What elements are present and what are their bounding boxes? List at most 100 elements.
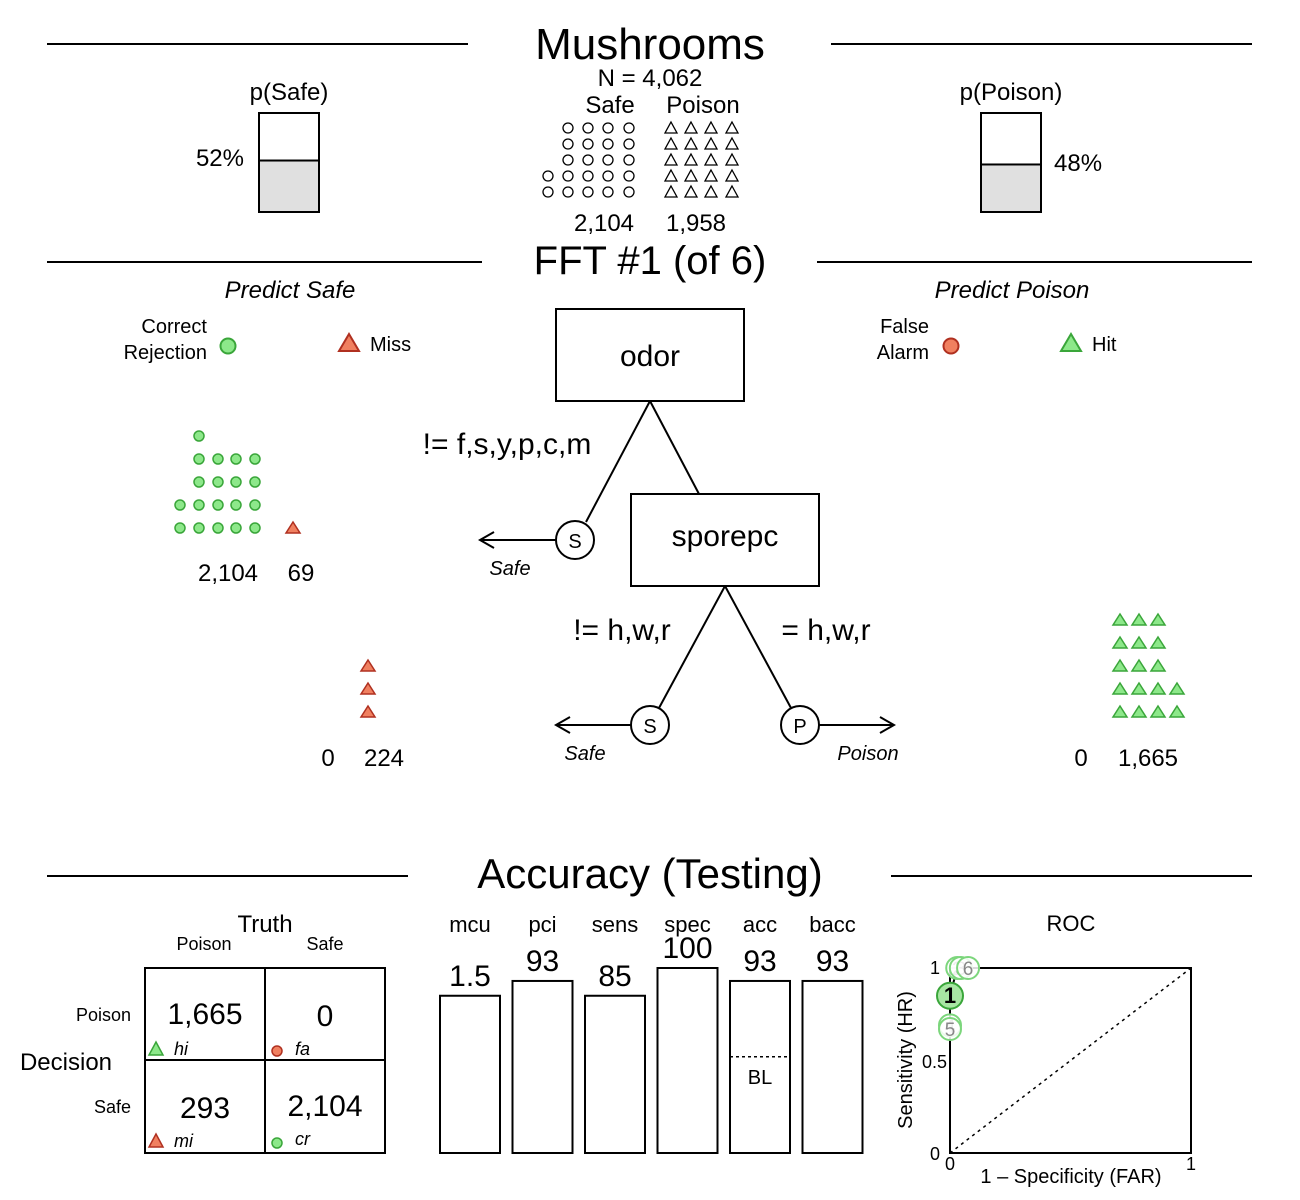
safe-case-icon xyxy=(602,138,614,150)
cell-cr-label: cr xyxy=(295,1129,311,1149)
roc-points: 236451 xyxy=(936,956,1191,1042)
hit-icon xyxy=(1168,681,1186,695)
hit-icon xyxy=(1111,612,1129,626)
accuracy-title: Accuracy (Testing) xyxy=(477,850,822,897)
predict-safe-heading: Predict Safe xyxy=(225,277,356,304)
miss-icon xyxy=(337,332,361,352)
class-poison-label: Poison xyxy=(666,92,739,119)
poison-case-icon xyxy=(703,184,719,198)
legend-correct-rejection-line1: Correct xyxy=(141,316,207,338)
hit-icon xyxy=(1130,635,1148,649)
legend-false-alarm-line2: Alarm xyxy=(877,342,929,364)
level1-mi-count: 69 xyxy=(288,560,315,587)
correct-rejection-icon xyxy=(212,453,224,465)
decision-label: Decision xyxy=(20,1049,112,1076)
node-odor-label: odor xyxy=(620,340,680,373)
sporepc-left-branch xyxy=(658,585,726,709)
odor-right-branch xyxy=(649,400,700,495)
bar-label-acc: acc xyxy=(743,912,777,937)
truth-col-safe: Safe xyxy=(306,934,343,954)
correct-rejection-icon xyxy=(230,453,242,465)
hit-icon xyxy=(1130,658,1148,672)
safe-case-icon xyxy=(623,186,635,198)
poison-case-icon xyxy=(663,136,679,150)
correct-rejection-icon xyxy=(230,522,242,534)
hit-icon xyxy=(1149,635,1167,649)
correct-rejection-icon xyxy=(249,453,261,465)
exit-poison-symbol-2: P xyxy=(793,716,806,738)
p-safe-bar-fill xyxy=(258,159,320,214)
bar-pci xyxy=(511,979,574,1155)
safe-count: 2,104 xyxy=(574,210,634,237)
truth-col-poison: Poison xyxy=(176,934,231,954)
poison-case-icon xyxy=(724,136,740,150)
bar-mcu xyxy=(439,994,501,1154)
bar-value-sens: 85 xyxy=(598,960,631,993)
safe-case-icon xyxy=(582,154,594,166)
roc-chance-line xyxy=(949,967,1192,1154)
safe-case-icon xyxy=(623,138,635,150)
odor-left-branch xyxy=(585,400,651,523)
roc-y-tick-0: 0 xyxy=(930,1144,940,1164)
hit-icon xyxy=(1130,612,1148,626)
bar-value-mcu: 1.5 xyxy=(449,960,491,993)
poison-case-icon xyxy=(663,152,679,166)
poison-count: 1,958 xyxy=(666,210,726,237)
miss-icon xyxy=(359,704,377,718)
poison-case-icon xyxy=(683,168,699,182)
miss-icon xyxy=(147,1132,165,1148)
correct-rejection-icon xyxy=(249,476,261,488)
cell-hi-label: hi xyxy=(174,1039,189,1059)
arrowhead-right-icon xyxy=(879,716,897,734)
roc-point-label-5: 5 xyxy=(945,1020,956,1041)
poison-case-icon xyxy=(703,152,719,166)
roc-point-1 xyxy=(936,981,964,1010)
odor-branch-condition: != f,s,y,p,c,m xyxy=(423,428,592,461)
correct-rejection-icon xyxy=(193,499,205,511)
poison-case-icon xyxy=(703,120,719,134)
miss-icon xyxy=(284,520,302,534)
poison-case-icon xyxy=(703,136,719,150)
correct-rejection-icon xyxy=(230,476,242,488)
decision-row-poison: Poison xyxy=(76,1005,131,1025)
roc-x-label: 1 – Specificity (FAR) xyxy=(980,1166,1161,1188)
bar-value-acc: 93 xyxy=(743,945,776,978)
roc-y-label: Sensitivity (HR) xyxy=(895,991,917,1129)
poison-case-icon xyxy=(683,152,699,166)
safe-icon-array xyxy=(542,122,635,198)
correct-rejection-icon xyxy=(212,522,224,534)
poison-case-icon xyxy=(663,168,679,182)
level2-mi-count: 224 xyxy=(364,745,404,772)
exit-safe-symbol-2: S xyxy=(643,716,656,738)
dataset-title: Mushrooms xyxy=(535,20,765,69)
safe-case-icon xyxy=(562,154,574,166)
poison-case-icon xyxy=(724,184,740,198)
correct-rejection-icon xyxy=(174,522,186,534)
hit-icon xyxy=(1149,612,1167,626)
hit-icon xyxy=(1168,704,1186,718)
bar-value-bacc: 93 xyxy=(816,945,849,978)
roc-y-tick-1: 1 xyxy=(930,958,940,978)
sporepc-right-condition: = h,w,r xyxy=(781,614,870,647)
poison-case-icon xyxy=(703,168,719,182)
p-poison-percent: 48% xyxy=(1054,150,1102,177)
safe-case-icon xyxy=(582,138,594,150)
cell-hi-value: 1,665 xyxy=(167,998,242,1031)
sporepc-right-branch xyxy=(724,585,792,709)
safe-case-icon xyxy=(602,154,614,166)
decision-row-safe: Safe xyxy=(94,1097,131,1117)
sporepc-left-condition: != h,w,r xyxy=(573,614,671,647)
bar-label-spec: spec xyxy=(664,912,710,937)
roc-point-label-1: 1 xyxy=(944,983,956,1008)
roc-x-tick-1: 1 xyxy=(1186,1154,1196,1174)
bar-value-pci: 93 xyxy=(526,945,559,978)
hit-icon xyxy=(1111,658,1129,672)
safe-case-icon xyxy=(602,122,614,134)
bar-label-sens: sens xyxy=(592,912,638,937)
safe-case-icon xyxy=(582,170,594,182)
safe-case-icon xyxy=(602,186,614,198)
poison-case-icon xyxy=(724,152,740,166)
safe-case-icon xyxy=(542,186,554,198)
cell-cr-value: 2,104 xyxy=(287,1090,362,1123)
